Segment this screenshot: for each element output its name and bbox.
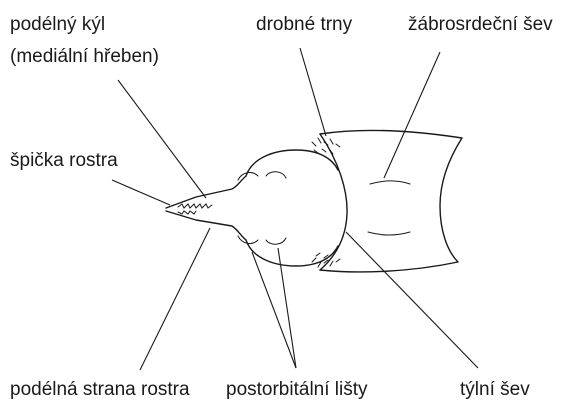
branchiocardiac-groove-lower (368, 232, 410, 235)
rostrum (166, 176, 246, 240)
thoracic-region (320, 131, 462, 272)
leader-postorbital-1 (252, 252, 296, 368)
cervical-groove-line (320, 134, 347, 270)
leader-rostrum-tip (112, 180, 170, 205)
leader-branchiocardiac (384, 52, 440, 178)
leader-keel (118, 80, 206, 198)
label-small-spines: drobné trny (256, 13, 352, 37)
small-spines-upper (312, 138, 340, 154)
leader-small-spines (300, 48, 326, 136)
label-cervical-groove: týlní šev (460, 378, 530, 402)
cephalic-region (246, 150, 338, 266)
carapace-outline (166, 131, 462, 272)
label-rostrum-side: podélná strana rostra (10, 378, 190, 402)
rostrum-teeth (178, 204, 212, 214)
label-keel-line1: podélný kýl (10, 13, 105, 37)
label-rostrum-tip: špička rostra (10, 149, 118, 173)
leader-lines (112, 48, 478, 370)
label-branchiocardiac-groove: žábrosrdeční šev (408, 13, 553, 37)
label-postorbital-ridges: postorbitální lišty (226, 378, 368, 402)
leader-rostrum-side (140, 228, 210, 370)
leader-cervical (346, 232, 478, 368)
label-keel-line2: (mediální hřeben) (10, 45, 159, 69)
branchiocardiac-groove-upper (370, 181, 410, 184)
